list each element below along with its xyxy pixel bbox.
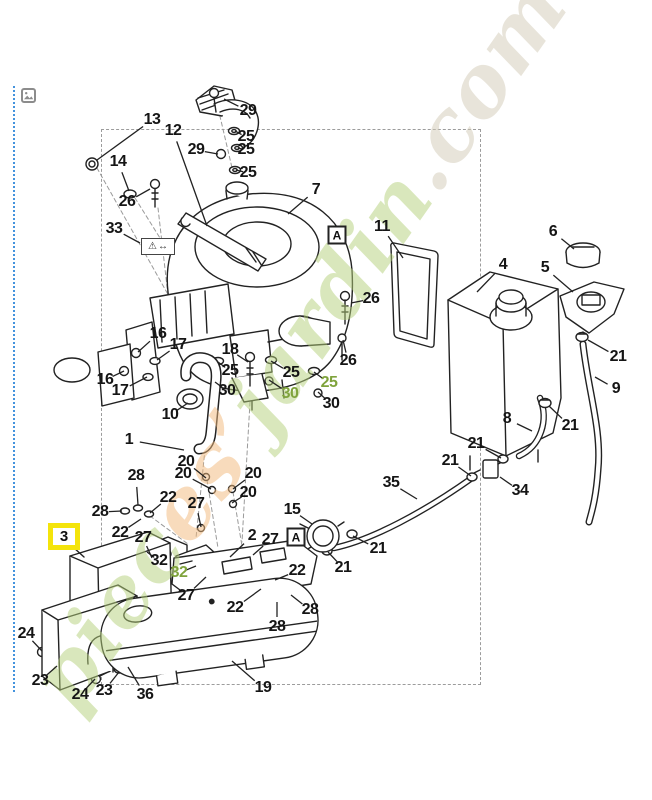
leader-line <box>476 272 496 293</box>
leader-line <box>231 660 256 682</box>
highlighted-part-number: 3 <box>48 523 80 550</box>
leader-line <box>109 671 120 684</box>
leader-line <box>231 496 242 504</box>
leader-line <box>46 665 58 676</box>
muffler-part <box>100 577 319 687</box>
leader-line <box>299 515 313 525</box>
leader-line <box>192 478 212 490</box>
leader-line <box>197 513 202 528</box>
leader-line <box>243 588 262 603</box>
leader-line <box>327 551 338 563</box>
hardware-small-parts <box>36 87 351 685</box>
leader-line <box>548 405 563 419</box>
leader-line <box>235 169 244 173</box>
page-edge-dotted-line <box>13 86 15 692</box>
leader-line <box>139 441 185 451</box>
fuel-tank-part <box>447 271 562 471</box>
tank-cap-part <box>565 242 601 269</box>
leader-line <box>193 467 207 479</box>
leader-line <box>223 98 239 107</box>
leader-line <box>176 402 189 411</box>
leader-line <box>234 130 242 136</box>
leader-line <box>313 371 324 380</box>
leader-line <box>146 551 155 558</box>
leader-line <box>587 339 609 353</box>
leader-line <box>252 545 264 556</box>
leader-line <box>287 196 309 215</box>
exhaust-guard-part <box>195 85 260 147</box>
image-placeholder-icon <box>21 88 36 103</box>
leader-line <box>342 339 347 353</box>
leader-line <box>317 391 327 400</box>
leader-line <box>31 640 43 652</box>
leader-line <box>156 350 170 361</box>
leader-line <box>146 545 153 559</box>
leader-line <box>268 379 282 389</box>
width-arrow-icon: ↔ <box>157 240 168 252</box>
leader-line <box>290 594 303 605</box>
leader-line <box>112 370 125 377</box>
fuel-valve-part <box>321 331 589 556</box>
leader-line <box>108 510 123 513</box>
leader-line <box>217 361 226 368</box>
leader-line <box>232 479 246 490</box>
leader-line <box>193 576 207 589</box>
leader-line <box>85 678 96 690</box>
leader-line <box>387 235 404 259</box>
leader-line <box>229 543 245 558</box>
leader-line <box>274 573 289 581</box>
leader-line <box>135 188 151 198</box>
leader-line <box>121 172 130 192</box>
fuel-line-part <box>330 474 476 552</box>
leader-line <box>350 299 364 304</box>
leader-line <box>96 125 144 161</box>
leader-line <box>552 274 574 293</box>
leader-line <box>129 376 148 387</box>
primer-part <box>299 519 345 553</box>
leader-line <box>237 147 243 150</box>
leader-line <box>236 354 249 363</box>
leader-line <box>128 518 142 528</box>
leader-line <box>137 340 151 353</box>
warning-triangle-icon: ⚠ <box>148 240 157 252</box>
leader-line <box>149 503 162 514</box>
leader-line <box>136 486 139 506</box>
leader-line <box>458 466 472 477</box>
leader-line <box>516 423 533 432</box>
leader-line <box>499 476 513 486</box>
leader-line <box>185 565 197 571</box>
leader-line <box>127 666 140 686</box>
leader-line <box>176 141 208 227</box>
leader-line <box>560 238 575 250</box>
safety-icons-box: ⚠↔ <box>141 238 175 255</box>
leader-line <box>352 535 369 545</box>
leader-line <box>214 381 223 388</box>
leader-line <box>400 488 418 500</box>
leader-line <box>485 448 502 459</box>
leader-line <box>594 376 608 385</box>
intake-pipe-part <box>180 352 222 455</box>
fuel-tube-part <box>579 340 603 526</box>
leader-line <box>123 233 141 244</box>
tank-bracket-part <box>559 281 625 345</box>
leader-line <box>270 360 284 369</box>
leader-line <box>204 150 219 155</box>
